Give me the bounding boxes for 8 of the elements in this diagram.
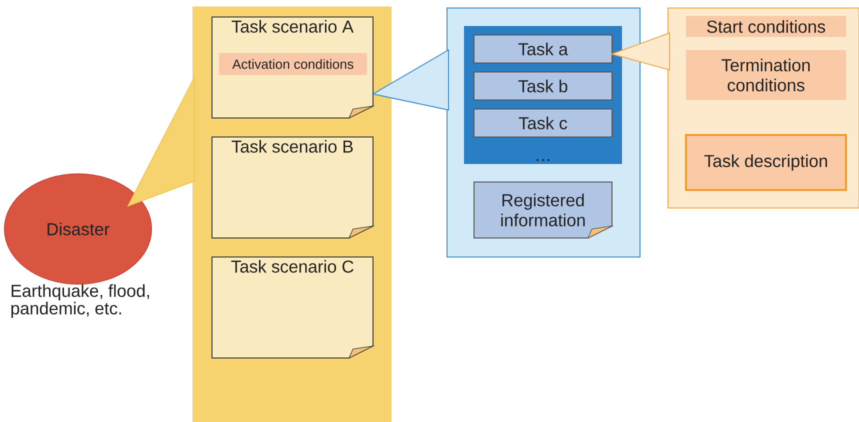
condition-label: Start conditions xyxy=(686,16,846,37)
caption-text: Earthquake, flood, pandemic, etc. xyxy=(11,284,149,318)
task-box: Task b xyxy=(474,72,612,100)
condition-label: Activation conditions xyxy=(219,53,367,75)
condition-label: Termination conditions xyxy=(686,50,846,100)
task-box: Task c xyxy=(474,108,612,138)
description-box: Task description xyxy=(685,134,847,191)
task-box: Task a xyxy=(474,34,612,64)
